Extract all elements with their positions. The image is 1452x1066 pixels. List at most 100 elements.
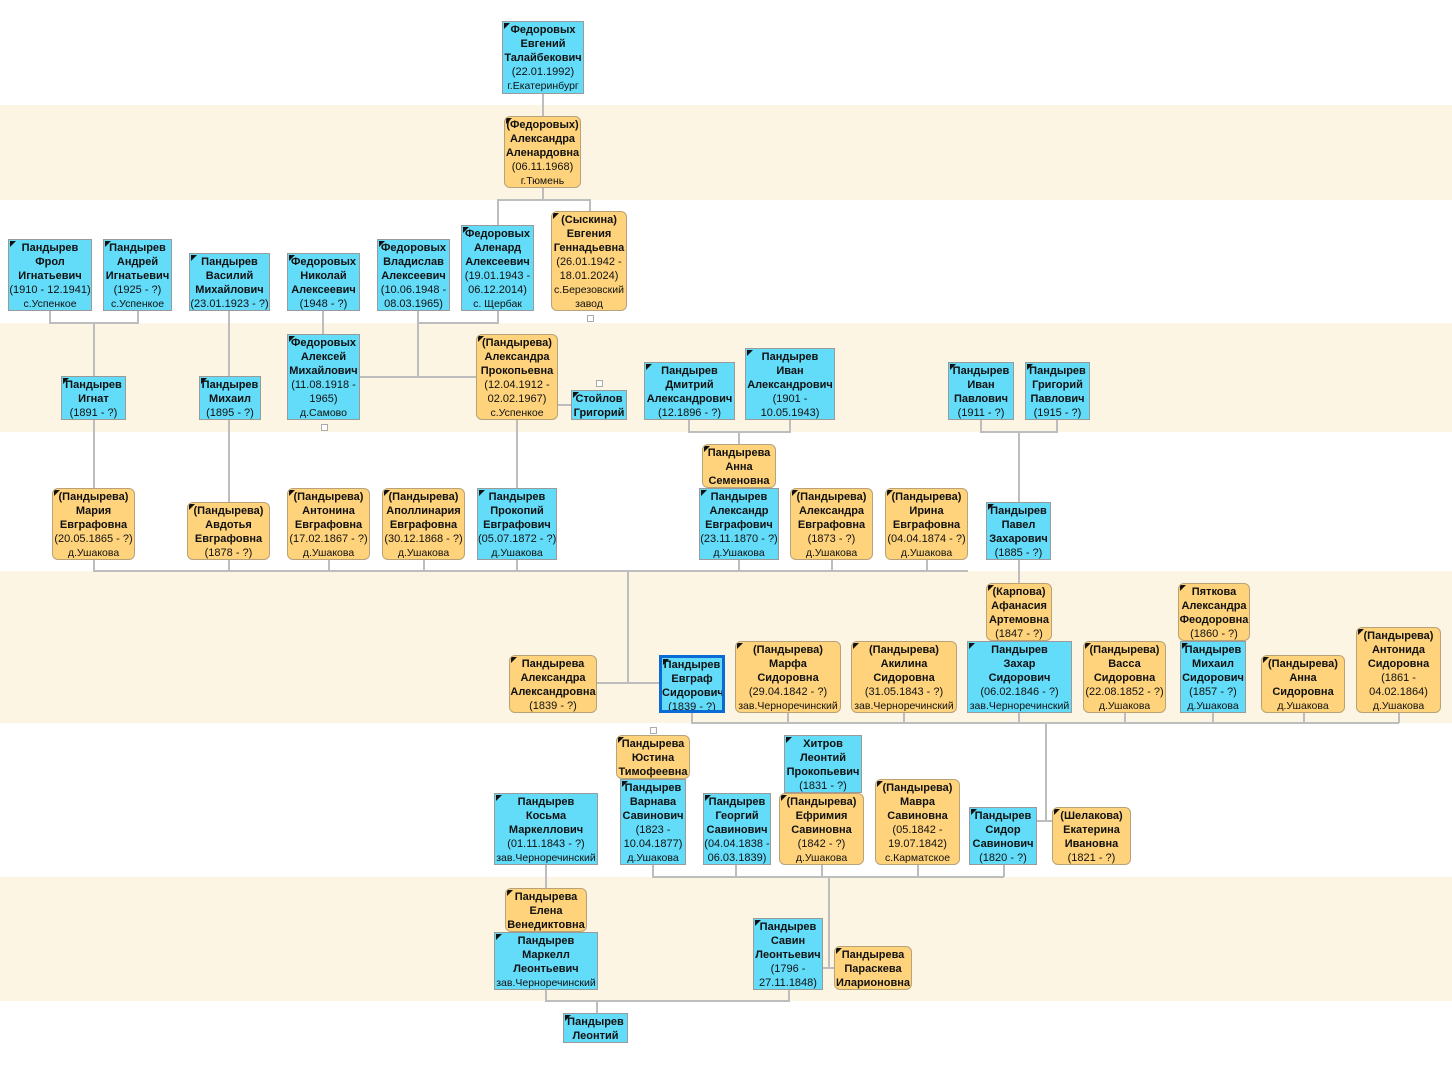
person-name-line: Акилина: [880, 658, 928, 670]
person-name-line: Пандырев: [974, 810, 1032, 822]
expand-branch-button[interactable]: [596, 380, 603, 387]
person-name-line: Сидоровна: [873, 672, 935, 684]
person-place: с.Карматское: [884, 852, 951, 864]
person-name-line: Евграфовна: [892, 519, 961, 531]
person-name-line: Аленард: [473, 242, 522, 254]
person-dates: (06.02.1846 - ?): [980, 686, 1059, 698]
person-name-line: Антонина: [302, 505, 355, 517]
relationship-line: [49, 311, 139, 324]
person-name-line: (Сыскина): [561, 214, 617, 226]
person-name-line: Андрей: [116, 256, 159, 268]
person-dates: (1915 - ?): [1033, 407, 1082, 419]
person-name-line: (Карпова): [992, 586, 1046, 598]
person-name-line: Пандырев: [990, 505, 1047, 517]
person-place: с. Щербак: [473, 298, 522, 310]
person-name-line: Пандырев: [65, 379, 122, 391]
person-name-line: (Пандырева): [58, 491, 129, 503]
person-name-line: Алексеевич: [381, 270, 446, 282]
person-name-line: Юстина: [631, 752, 675, 764]
person-dates: (1891 - ?): [69, 407, 118, 419]
expand-branch-button[interactable]: [650, 727, 657, 734]
relationship-line: [980, 420, 1058, 433]
expand-branch-button[interactable]: [321, 424, 328, 431]
person-name-line: Афанасия: [991, 600, 1047, 612]
person-place: д.Ушакова: [1372, 700, 1425, 712]
person-place: с.Успенкое: [110, 298, 165, 310]
person-name-line: (Пандырева): [293, 491, 364, 503]
person-name-line: (Пандырева): [891, 491, 962, 503]
person-name-line: Екатерина: [1063, 824, 1120, 836]
person-name-line: Сидоровна: [757, 672, 819, 684]
person-name-line: Иван: [776, 365, 804, 377]
person-name-line: (Пандырева): [1363, 630, 1434, 642]
person-name-line: Павлович: [1030, 393, 1085, 405]
expand-branch-button[interactable]: [587, 315, 594, 322]
person-name-line: Савинович: [622, 810, 684, 822]
person-place: д.Ушакова: [397, 547, 450, 559]
person-name-line: Фрол: [35, 256, 65, 268]
person-place: д.Ушакова: [627, 852, 679, 864]
person-place: зав.Черноречинский: [969, 700, 1070, 712]
person-name-line: Георгий: [715, 810, 759, 822]
person-name-line: Михаил: [209, 393, 251, 405]
person-name-line: Александрович: [646, 393, 733, 405]
person-name-line: Алексеевич: [291, 284, 356, 296]
person-dates: (1860 - ?): [1190, 628, 1238, 640]
person-name-line: Мария: [75, 505, 112, 517]
